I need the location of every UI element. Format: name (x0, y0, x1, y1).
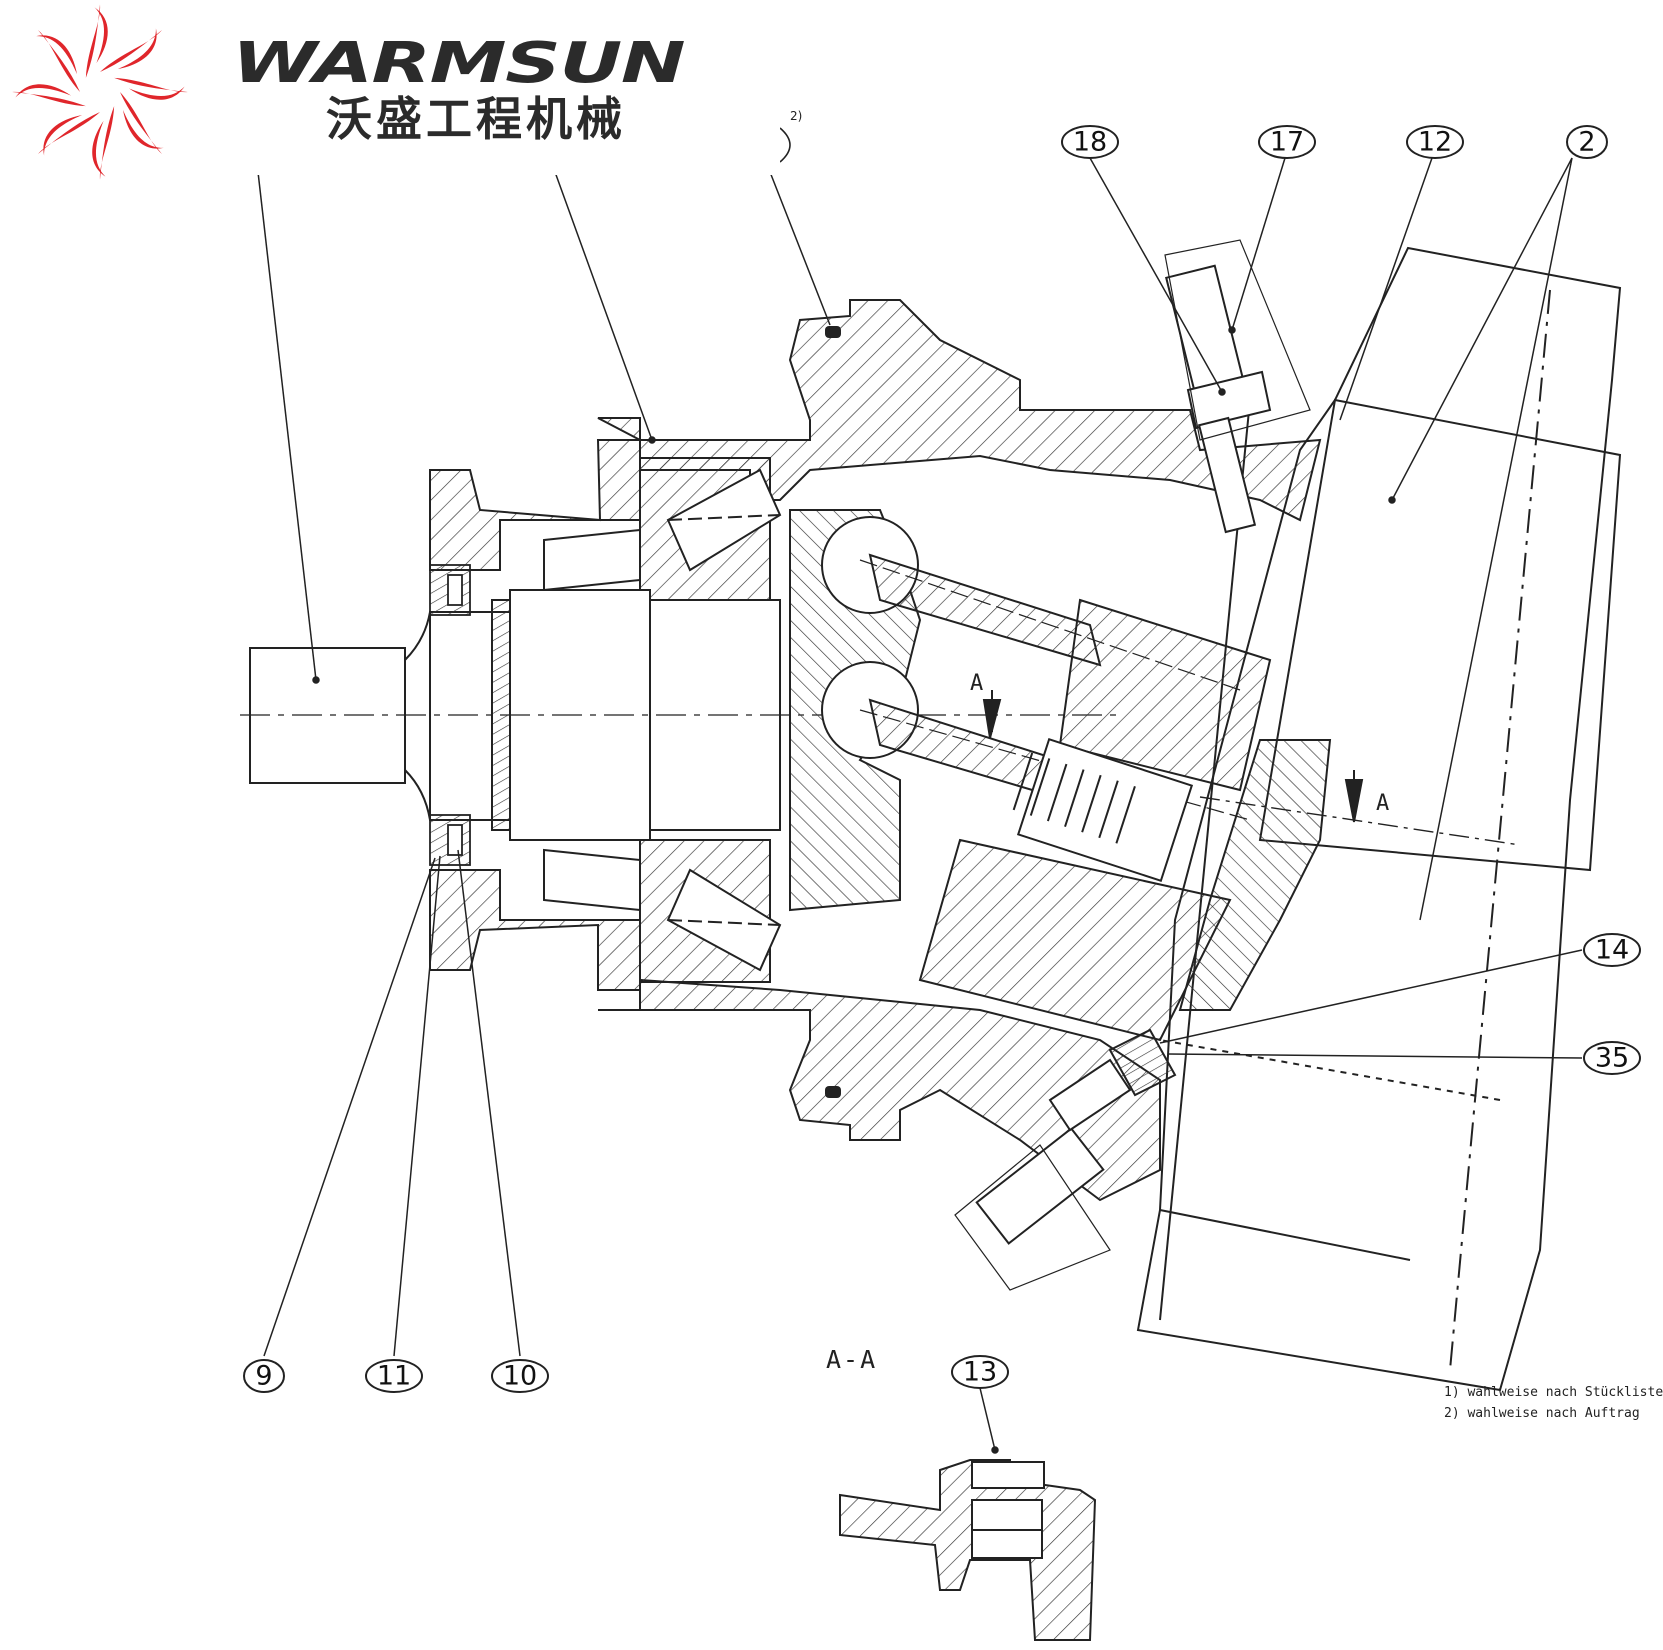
svg-text:10: 10 (503, 1361, 537, 1392)
brand-header: WARMSUN 沃盛工程机械 (0, 0, 780, 180)
section-aa-view (839, 1459, 1097, 1641)
leader-lines (257, 157, 1583, 1454)
section-marker-upper: A (970, 671, 983, 696)
callout-10: 10 (491, 1359, 549, 1393)
callout-14: 14 (1583, 933, 1641, 967)
callout-9: 9 (243, 1359, 285, 1393)
svg-text:18: 18 (1073, 127, 1107, 158)
callout-11: 11 (365, 1359, 423, 1393)
callout-12: 12 (1406, 125, 1464, 159)
section-marker-right: A (1376, 791, 1389, 816)
callout-17: 17 (1258, 125, 1316, 159)
svg-text:35: 35 (1595, 1043, 1629, 1074)
callout-18: 18 (1061, 125, 1119, 159)
brand-name-en: WARMSUN (232, 31, 686, 96)
o-rings (825, 326, 841, 1098)
shaft-seal (429, 564, 471, 866)
top-adjust-screw (1164, 239, 1311, 534)
svg-text:12: 12 (1418, 127, 1452, 158)
drive-flange (789, 509, 922, 912)
footnote-2: 2) wahlweise nach Auftrag (1444, 1406, 1640, 1421)
footnote-1: 1) wahlweise nach Stückliste (1444, 1385, 1663, 1400)
callout-35: 35 (1583, 1041, 1641, 1075)
callout-13: 13 (951, 1355, 1009, 1389)
drive-shaft (240, 589, 1120, 841)
cylinder-block (918, 598, 1272, 1042)
svg-text:14: 14 (1595, 935, 1629, 966)
section-aa-label: A-A (826, 1345, 878, 1374)
svg-text:11: 11 (377, 1361, 411, 1392)
callout-2: 2 (1566, 125, 1608, 159)
section-cut-line (982, 690, 1521, 846)
brand-name-cn: 沃盛工程机械 (326, 92, 626, 146)
tapered-bearings (543, 468, 782, 972)
svg-text:9: 9 (255, 1361, 272, 1392)
footnote-marker: 2) (790, 109, 802, 123)
svg-text:2: 2 (1578, 127, 1595, 158)
warmsun-logo-icon (12, 4, 188, 180)
control-plate (1178, 739, 1332, 1011)
bottom-adjust-screw (954, 1028, 1177, 1291)
svg-text:17: 17 (1270, 127, 1304, 158)
section-markers: A A 2) (779, 109, 1389, 816)
svg-text:13: 13 (963, 1357, 997, 1388)
